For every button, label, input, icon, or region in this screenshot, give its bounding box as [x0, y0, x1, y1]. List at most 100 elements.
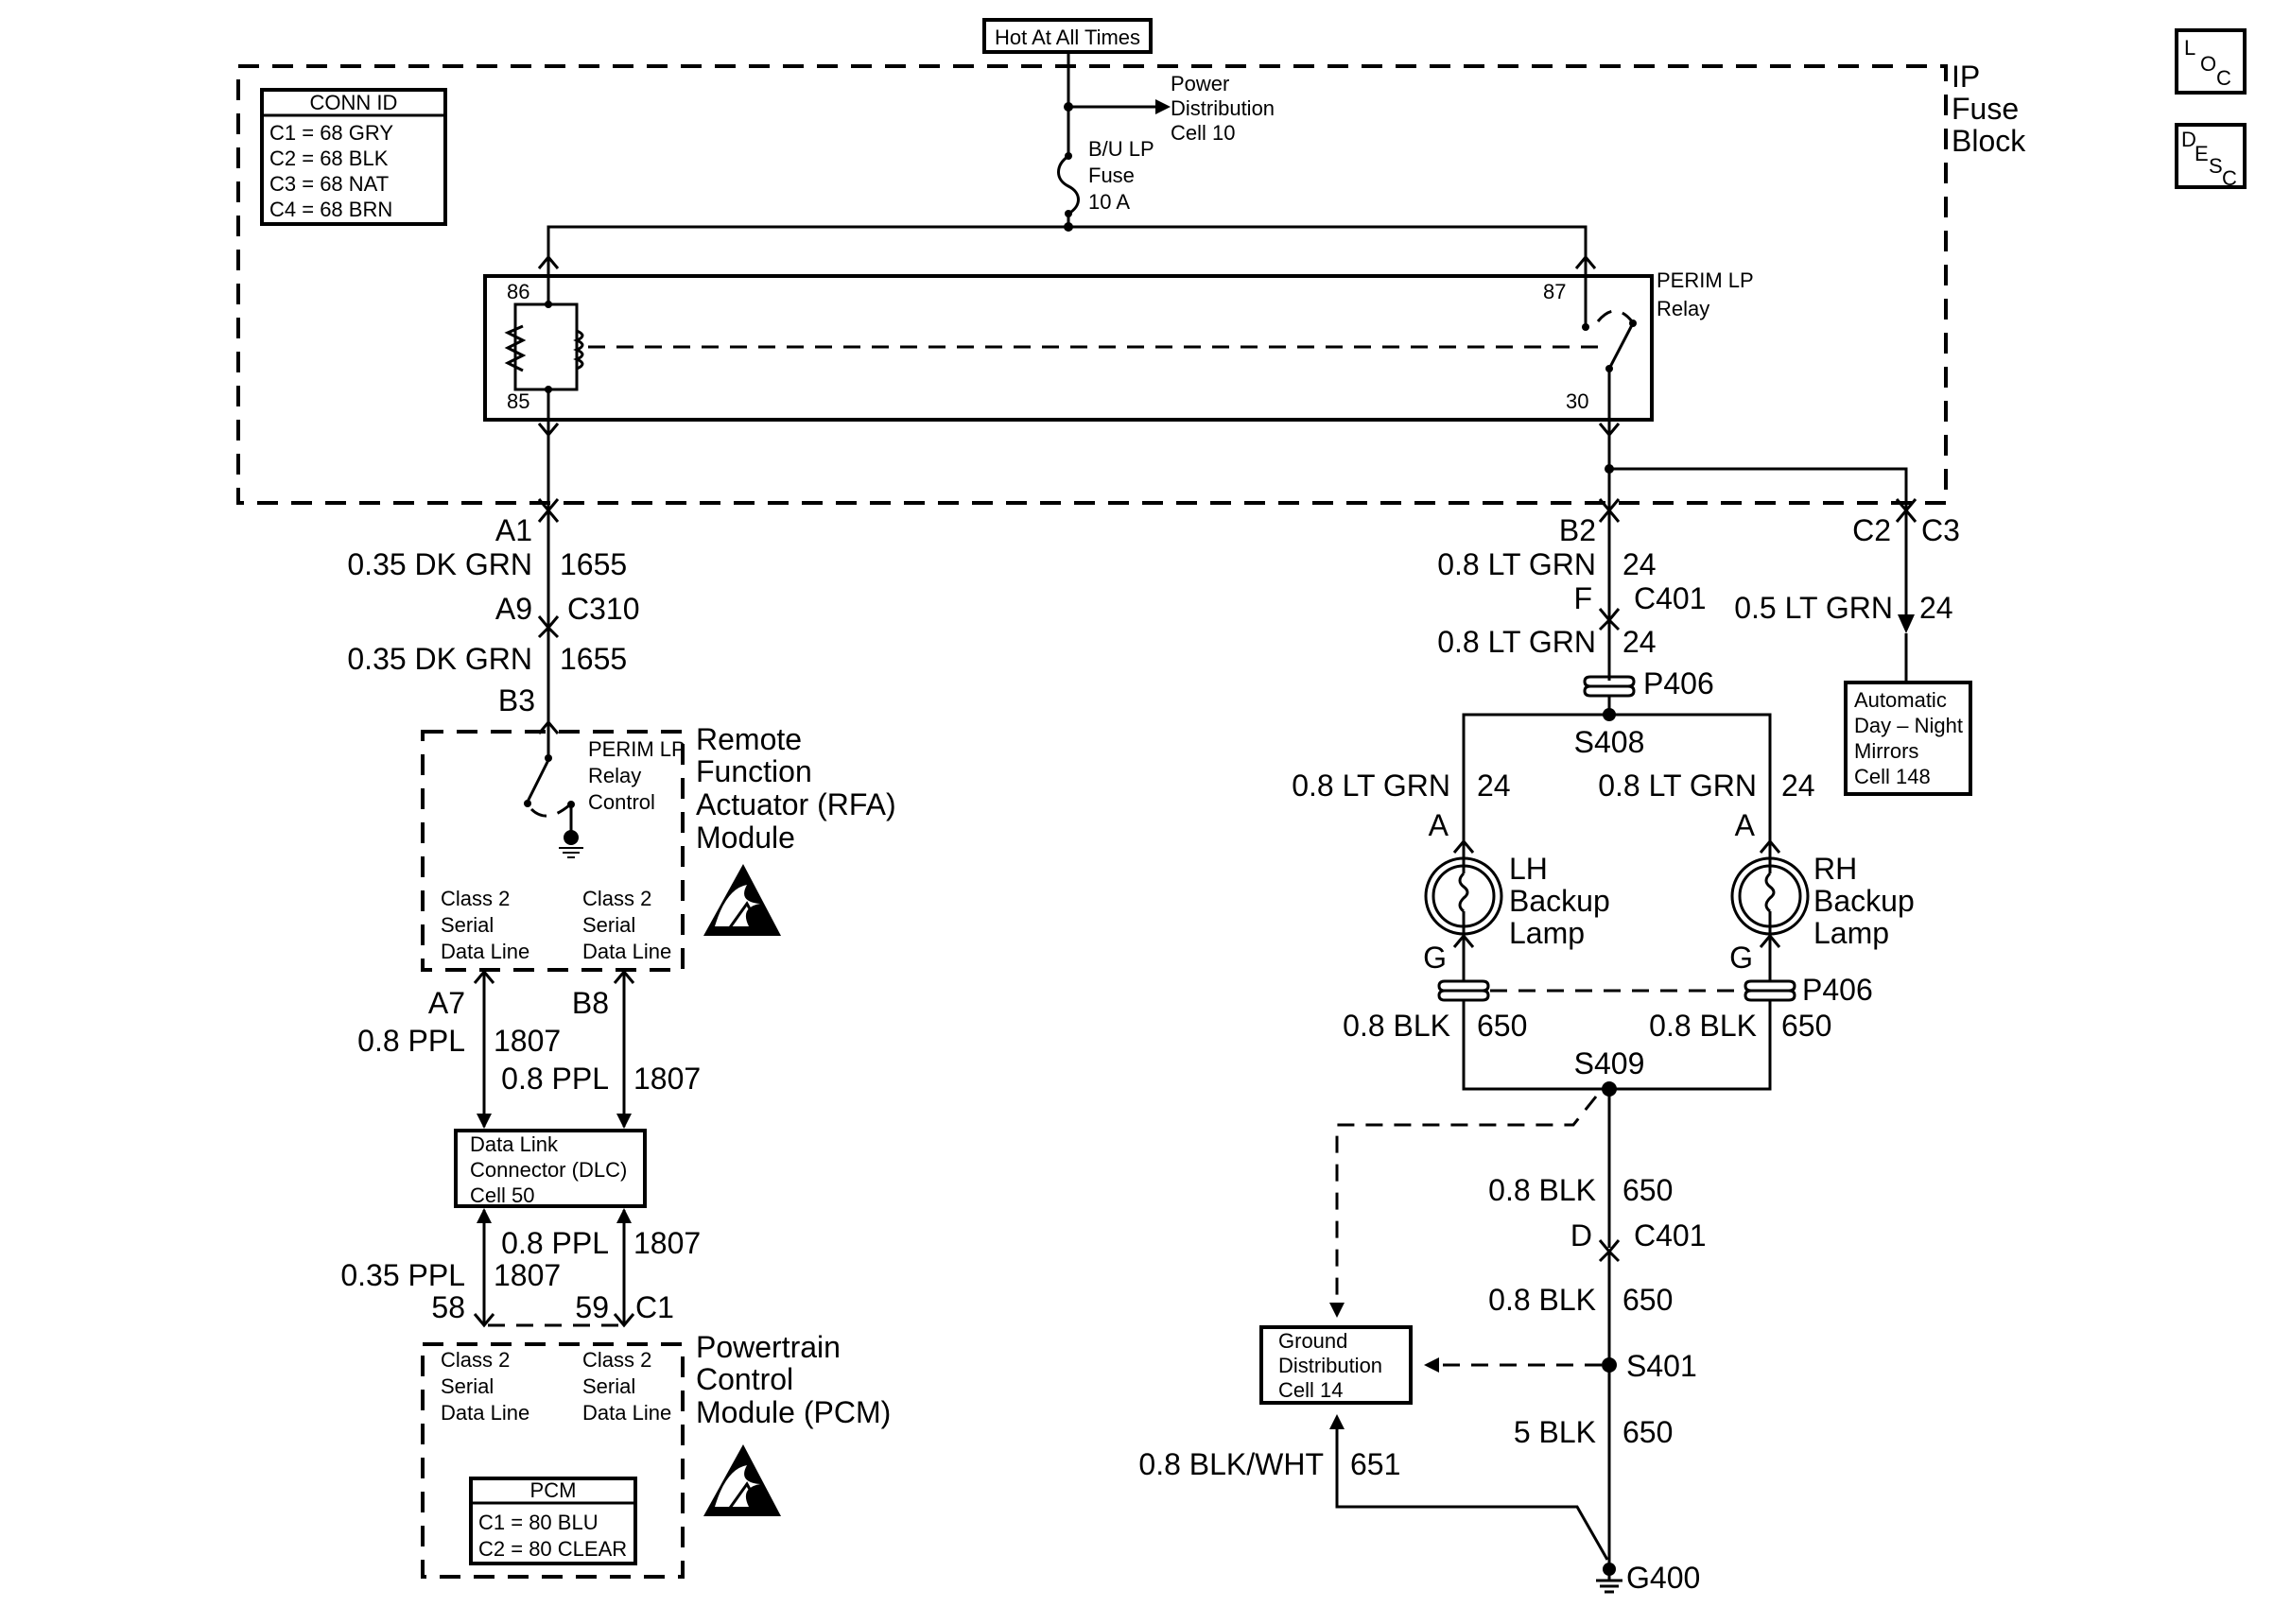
rh-backup-lamp-icon	[1730, 856, 1810, 936]
p406-lh-connector	[1437, 979, 1490, 1002]
svg-text:PERIM LP: PERIM LP	[588, 737, 685, 761]
lh-backup-lamp-icon	[1424, 856, 1503, 936]
pin-59-label: 59	[575, 1290, 609, 1324]
rh-pin-a-label: A	[1735, 808, 1756, 842]
svg-text:Data Line: Data Line	[582, 1401, 671, 1425]
esd-warning-icon-rfa	[703, 864, 781, 936]
svg-text:L: L	[2184, 36, 2195, 60]
svg-text:C: C	[2216, 66, 2231, 90]
wire-1655-number-upper: 1655	[560, 547, 627, 581]
ground-distribution-box	[1259, 1325, 1413, 1405]
svg-text:Distribution: Distribution	[1278, 1354, 1382, 1377]
wire-58-number: 1807	[494, 1258, 561, 1292]
svg-text:C: C	[2222, 166, 2237, 190]
pcm-module-title: Powertrain Control Module (PCM)	[696, 1330, 891, 1429]
wire-lh-gauge: 0.8 LT GRN	[1292, 769, 1450, 803]
svg-text:Control: Control	[696, 1362, 793, 1396]
pcm-data-line-right-label: Class 2 Serial Data Line	[582, 1348, 671, 1425]
conn-c1-label: C1	[635, 1290, 674, 1324]
ip-fuse-block-outline	[236, 64, 1948, 505]
svg-text:Relay: Relay	[1657, 297, 1709, 320]
svg-text:Function: Function	[696, 754, 812, 788]
wire-lh-blk-gauge: 0.8 BLK	[1343, 1009, 1450, 1043]
rfa-data-line-right-label: Class 2 Serial Data Line	[582, 887, 671, 963]
conn-b2-label: B2	[1559, 513, 1596, 547]
wire-1655-number-lower: 1655	[560, 642, 627, 676]
svg-text:Class 2: Class 2	[582, 1348, 651, 1372]
svg-text:Serial: Serial	[582, 913, 635, 937]
conn-id-table: CONN ID C1 = 68 GRY C2 = 68 BLK C3 = 68 …	[260, 88, 447, 226]
rh-backup-lamp-label: RH Backup Lamp	[1813, 852, 1915, 950]
svg-text:Module: Module	[696, 821, 795, 855]
p59-terminal	[613, 1313, 635, 1328]
svg-text:Control: Control	[588, 790, 655, 814]
svg-text:Distribution: Distribution	[1171, 96, 1275, 120]
wire-a7-gauge: 0.8 PPL	[357, 1024, 465, 1058]
svg-text:Power: Power	[1171, 72, 1229, 95]
svg-text:Data Link: Data Link	[470, 1132, 559, 1156]
rfa-relay-control-label: PERIM LP Relay Control	[588, 737, 685, 814]
svg-text:Powertrain: Powertrain	[696, 1330, 841, 1364]
auto-mirrors-label: Automatic Day – Night Mirrors Cell 148	[1854, 688, 1963, 788]
lh-pin-a-label: A	[1429, 808, 1449, 842]
conn-c2-label: C2	[1852, 513, 1891, 547]
ground-distribution-label: Ground Distribution Cell 14	[1278, 1329, 1382, 1402]
pin-30-label: 30	[1566, 389, 1588, 413]
wire-g2-gauge: 0.8 BLK	[1488, 1283, 1596, 1317]
ground-g400-label: G400	[1626, 1561, 1700, 1595]
rfa-relay-switch	[526, 759, 550, 803]
desc-icon[interactable]: D E S C	[2175, 123, 2247, 190]
wire-651-gauge: 0.8 BLK/WHT	[1138, 1447, 1324, 1481]
rfa-module-title: Remote Function Actuator (RFA) Module	[696, 722, 896, 855]
loc-icon[interactable]: L O C	[2175, 28, 2247, 95]
relay-switch-contact	[1607, 322, 1635, 370]
relay-coil-icon	[573, 329, 584, 371]
svg-text:B/U LP: B/U LP	[1088, 137, 1154, 161]
relay-switch-arc	[1596, 309, 1634, 322]
conn-d-label: D	[1570, 1218, 1592, 1253]
wire-a7-number: 1807	[494, 1024, 561, 1058]
svg-text:Class 2: Class 2	[582, 887, 651, 910]
svg-text:Class 2: Class 2	[441, 887, 510, 910]
relay-resistor-icon	[504, 324, 527, 372]
splice-s409-label: S409	[1574, 1046, 1645, 1080]
bu-lp-fuse	[1057, 154, 1080, 216]
pin-86-label: 86	[507, 280, 529, 303]
p58-terminal	[473, 1313, 495, 1328]
svg-text:Remote: Remote	[696, 722, 802, 756]
svg-text:C3 = 68 NAT: C3 = 68 NAT	[269, 172, 389, 196]
svg-text:Backup: Backup	[1813, 884, 1915, 918]
lh-backup-lamp-label: LH Backup Lamp	[1509, 852, 1610, 950]
rh-pin-g-label: G	[1729, 941, 1753, 975]
conn-b8-label: B8	[572, 986, 609, 1020]
svg-text:PCM: PCM	[530, 1478, 577, 1502]
svg-text:Automatic: Automatic	[1854, 688, 1947, 712]
svg-text:Data Line: Data Line	[582, 940, 671, 963]
svg-text:IP: IP	[1952, 60, 1980, 94]
conn-b3-label: B3	[498, 683, 535, 717]
g400-ground-icon	[1596, 1569, 1622, 1594]
wire-1655-gauge-lower: 0.35 DK GRN	[347, 642, 532, 676]
conn-a9-label: A9	[495, 592, 532, 626]
svg-text:PERIM LP: PERIM LP	[1657, 268, 1754, 292]
conn-a1-label: A1	[495, 513, 532, 547]
pcm-conn-table: PCM C1 = 80 BLU C2 = 80 CLEAR	[469, 1477, 637, 1565]
rfa-ground-icon	[564, 830, 579, 845]
pin-87-label: 87	[1543, 280, 1566, 303]
svg-text:Day – Night: Day – Night	[1854, 714, 1963, 737]
svg-text:Cell 14: Cell 14	[1278, 1378, 1343, 1402]
svg-text:Actuator (RFA): Actuator (RFA)	[696, 787, 896, 821]
wire-58-gauge: 0.35 PPL	[340, 1258, 465, 1292]
bu-lp-fuse-label: B/U LP Fuse 10 A	[1088, 137, 1154, 214]
pcm-module-outline	[421, 1342, 685, 1579]
svg-text:Serial: Serial	[441, 1374, 494, 1398]
power-distribution-arrow	[1155, 99, 1171, 114]
ground-dist-dash-upper	[1335, 1096, 1598, 1303]
splice-s401-label: S401	[1626, 1349, 1697, 1383]
svg-text:Mirrors: Mirrors	[1854, 739, 1918, 763]
esd-warning-icon-pcm	[703, 1444, 781, 1516]
wire-651-blk-wht	[1335, 1429, 1609, 1561]
lh-pin-g-label: G	[1423, 941, 1447, 975]
